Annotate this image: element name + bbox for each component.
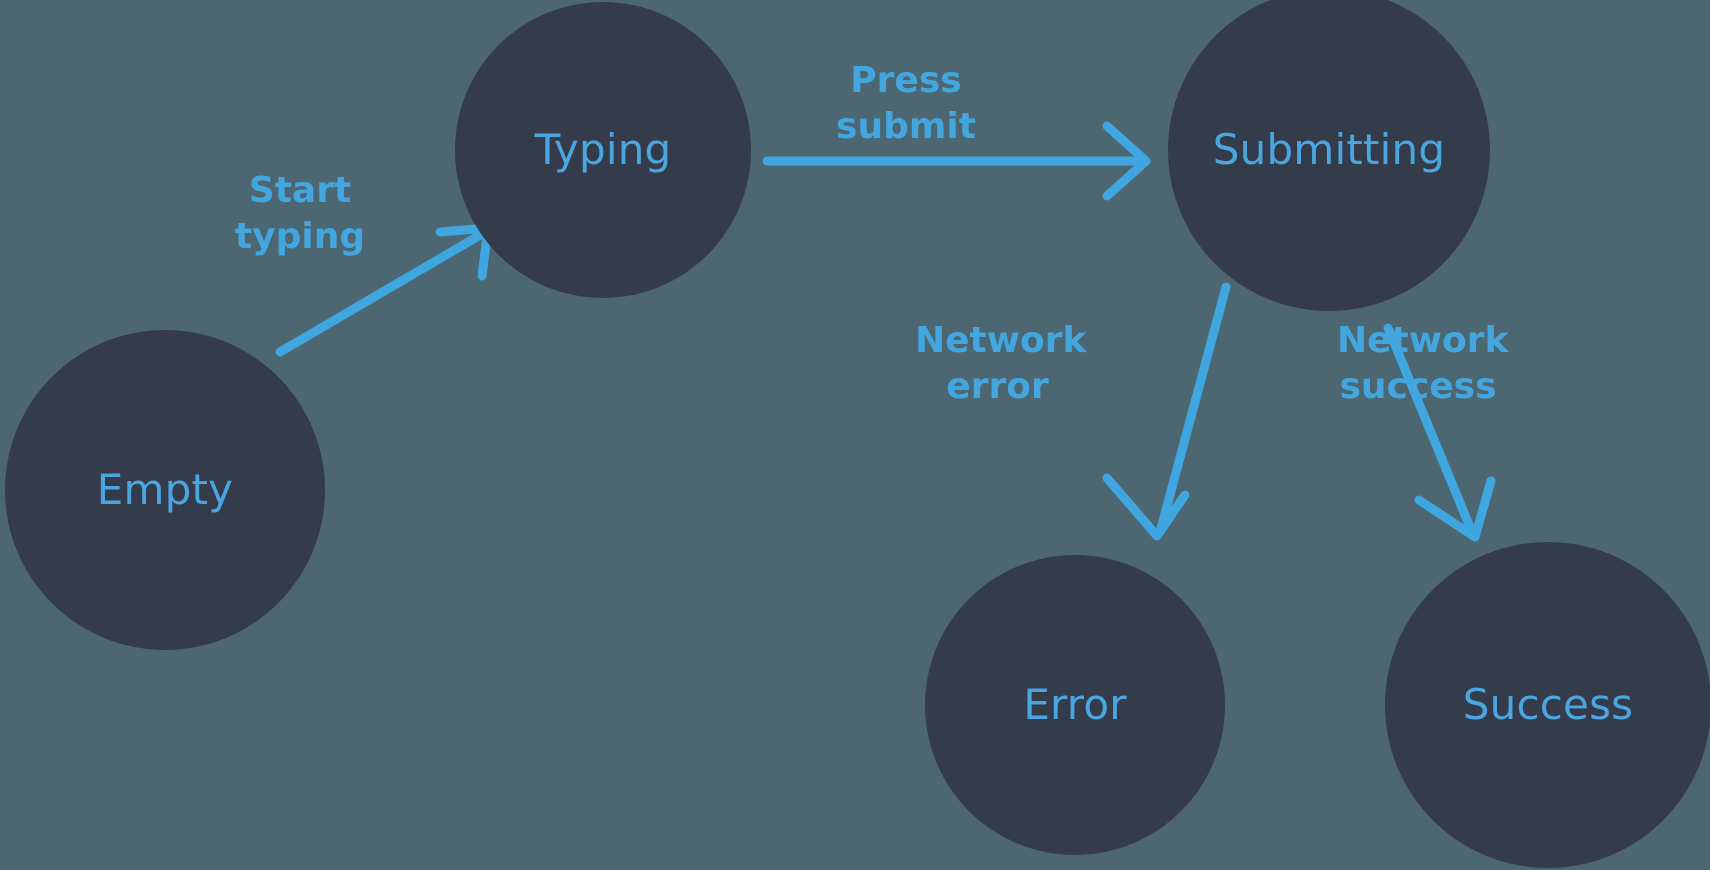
edge-label-start-typing: Start typing <box>234 170 366 258</box>
state-node-success-label: Success <box>1462 680 1634 729</box>
state-node-empty-label: Empty <box>96 465 234 514</box>
state-node-empty[interactable]: Empty <box>5 330 325 650</box>
edge-label-network-error: Network error <box>915 320 1087 408</box>
state-node-submitting-label: Submitting <box>1212 125 1446 174</box>
state-node-error-label: Error <box>1023 680 1127 729</box>
edge-label-press-submit: Press submit <box>836 60 976 148</box>
edge-label-network-success: Network success <box>1337 320 1509 408</box>
state-node-success[interactable]: Success <box>1385 542 1710 868</box>
state-node-typing-label: Typing <box>534 125 672 174</box>
edge-submitting-to-error <box>1102 282 1231 541</box>
state-node-error[interactable]: Error <box>925 555 1225 855</box>
state-node-submitting[interactable]: Submitting <box>1168 0 1490 311</box>
state-node-typing[interactable]: Typing <box>455 2 751 298</box>
